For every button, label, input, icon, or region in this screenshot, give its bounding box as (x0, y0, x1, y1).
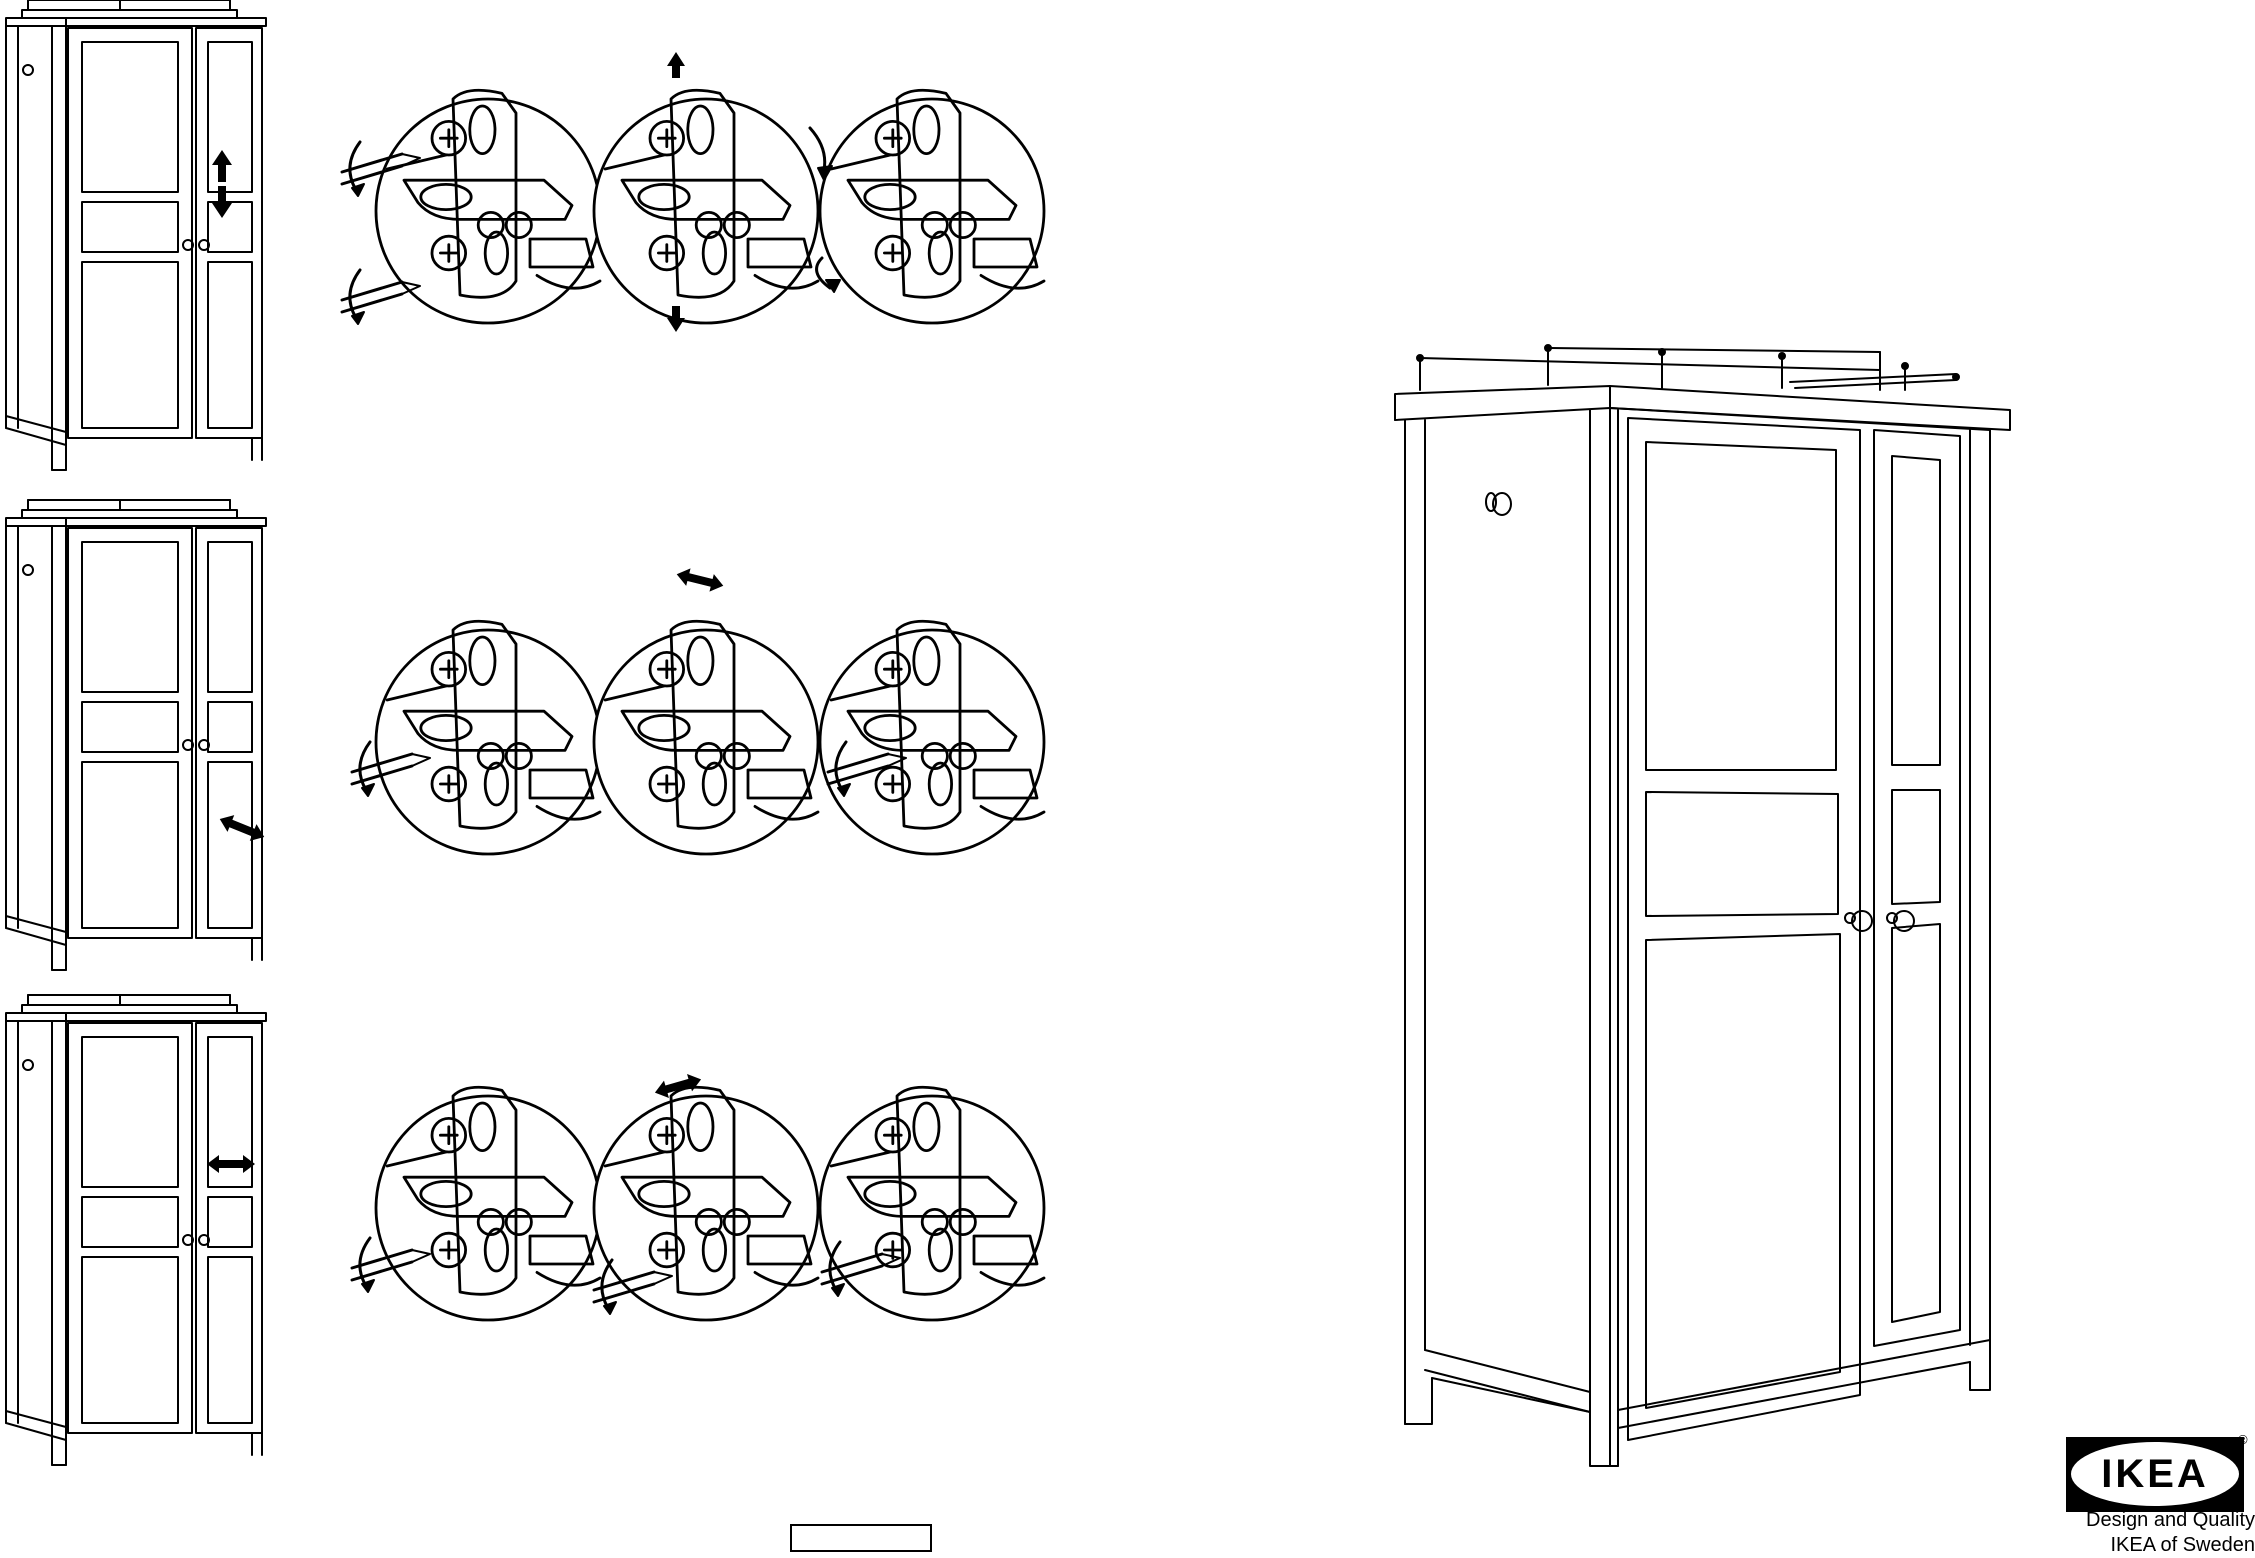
registered-mark: ® (2238, 1432, 2248, 1447)
ikea-logo-text: IKEA (2066, 1437, 2244, 1512)
hinge-detail-step1-c (820, 90, 1044, 323)
ikea-tagline: Design and Quality IKEA of Sweden (2040, 1508, 2255, 1558)
hinge-detail-step3-a (376, 1087, 600, 1320)
wardrobe-thumb-step2 (6, 500, 266, 970)
page-number-box (790, 1524, 932, 1552)
up-arrow-icon (667, 52, 685, 78)
hinge-detail-step2-b (594, 621, 818, 854)
hinge-detail-step1-a (376, 90, 600, 323)
wardrobe-thumb-step1 (6, 0, 266, 470)
hinge-detail-step2-a (376, 621, 600, 854)
ikea-logo: IKEA (2066, 1437, 2244, 1512)
wardrobe-large (1395, 345, 2010, 1466)
side-adjust-arrow-icon (207, 1155, 255, 1173)
tagline-line1: Design and Quality (2040, 1508, 2255, 1533)
tagline-line2: IKEA of Sweden (2040, 1533, 2255, 1558)
hinge-detail-step3-b (594, 1087, 818, 1320)
vertical-adjust-arrow-icon (212, 150, 232, 218)
depth-arrow-icon (675, 565, 726, 594)
hinge-detail-step1-b (594, 90, 818, 323)
depth-adjust-arrow-icon (216, 811, 267, 846)
wardrobe-thumb-step3 (6, 995, 266, 1465)
hinge-detail-step3-c (820, 1087, 1044, 1320)
hinge-detail-step2-c (820, 621, 1044, 854)
